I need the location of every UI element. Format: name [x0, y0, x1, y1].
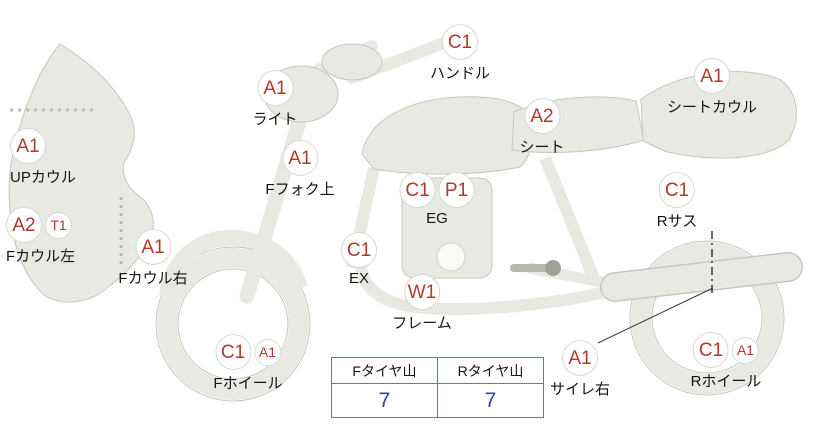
part-label: Fホイール [213, 375, 283, 392]
grade-badge: C1 [693, 332, 729, 368]
part-label: シート [519, 139, 565, 156]
part-label: ハンドル [429, 65, 491, 82]
grade-badge-secondary: P1 [438, 172, 475, 208]
part-label: Fカウル左 [6, 248, 76, 265]
pointer-line [597, 287, 714, 344]
grade-badge: C1 [214, 334, 251, 370]
rear-tire-header: Rタイヤ山 [437, 357, 544, 384]
grade-badge: C1 [341, 232, 377, 268]
annotation-engine: C1 P1 EG [399, 172, 475, 227]
grade-badge: C1 [658, 172, 695, 208]
part-label: EG [426, 210, 448, 227]
part-label: Rホイール [690, 373, 762, 390]
grade-badge: A2 [6, 207, 42, 243]
annotation-rear-suspension: C1 Rサス [656, 172, 698, 231]
grade-badge: A2 [523, 98, 560, 134]
exhaust-pipe-shape [355, 233, 620, 315]
grade-badge: A1 [134, 229, 171, 265]
annotation-front-wheel: C1 A1 Fホイール [213, 334, 283, 393]
part-label: サイレ右 [549, 381, 611, 398]
part-label: Fカウル右 [118, 270, 188, 287]
grade-badge: A1 [10, 128, 46, 164]
annotation-front-cowl-right: A1 Fカウル右 [118, 229, 188, 288]
triple-clamp-shape [321, 43, 383, 81]
annotation-rear-wheel: C1 A1 Rホイール [690, 332, 762, 391]
grade-badge: C1 [441, 24, 478, 60]
front-tire-header: Fタイヤ山 [331, 357, 438, 384]
front-tire-value: 7 [331, 383, 438, 418]
grade-badge: A1 [693, 58, 730, 94]
rear-tire-value: 7 [437, 383, 544, 418]
annotation-seat: A2 シート [519, 98, 565, 157]
annotation-front-cowl-left: A2 T1 Fカウル左 [6, 207, 75, 266]
grade-badge-secondary: A1 [253, 338, 281, 366]
grade-badge: A1 [256, 70, 293, 106]
part-label: Fフォク上 [265, 181, 335, 198]
part-label: Rサス [656, 213, 698, 230]
grade-badge-secondary: T1 [45, 211, 72, 239]
muffler-shape [601, 253, 802, 301]
annotation-silencer-right: A1 サイレ右 [550, 340, 610, 399]
grade-badge: A1 [281, 140, 318, 176]
annotation-frame: W1 フレーム [392, 274, 452, 333]
grade-badge: C1 [399, 172, 436, 208]
part-label: EX [348, 270, 369, 287]
part-label: UPカウル [10, 169, 76, 186]
grade-badge-secondary: A1 [732, 336, 759, 364]
engine-cover-shape [436, 242, 466, 272]
part-label: フレーム [392, 315, 452, 332]
annotation-seat-cowl: A1 シートカウル [667, 58, 757, 117]
footpeg-end-shape [545, 260, 561, 276]
fuel-tank-shape [361, 96, 534, 175]
annotation-light: A1 ライト [252, 70, 298, 129]
frame-rail-shape [539, 155, 602, 286]
annotation-handlebar: C1 ハンドル [430, 24, 490, 83]
annotation-exhaust: C1 EX [341, 232, 377, 287]
annotation-upper-cowl: A1 UPカウル [10, 128, 76, 187]
front-cowl-shape [8, 43, 154, 303]
front-wheel-shape [155, 246, 311, 402]
grade-badge: A1 [561, 340, 598, 376]
grade-badge: W1 [404, 274, 440, 310]
annotation-front-fork-upper: A1 Fフォク上 [265, 140, 335, 199]
part-label: シートカウル [666, 99, 758, 116]
tire-tread-table: Fタイヤ山 Rタイヤ山 7 7 [331, 357, 544, 418]
part-label: ライト [252, 111, 298, 128]
front-fender-shape [159, 229, 308, 298]
front-fork-shape [239, 84, 316, 304]
